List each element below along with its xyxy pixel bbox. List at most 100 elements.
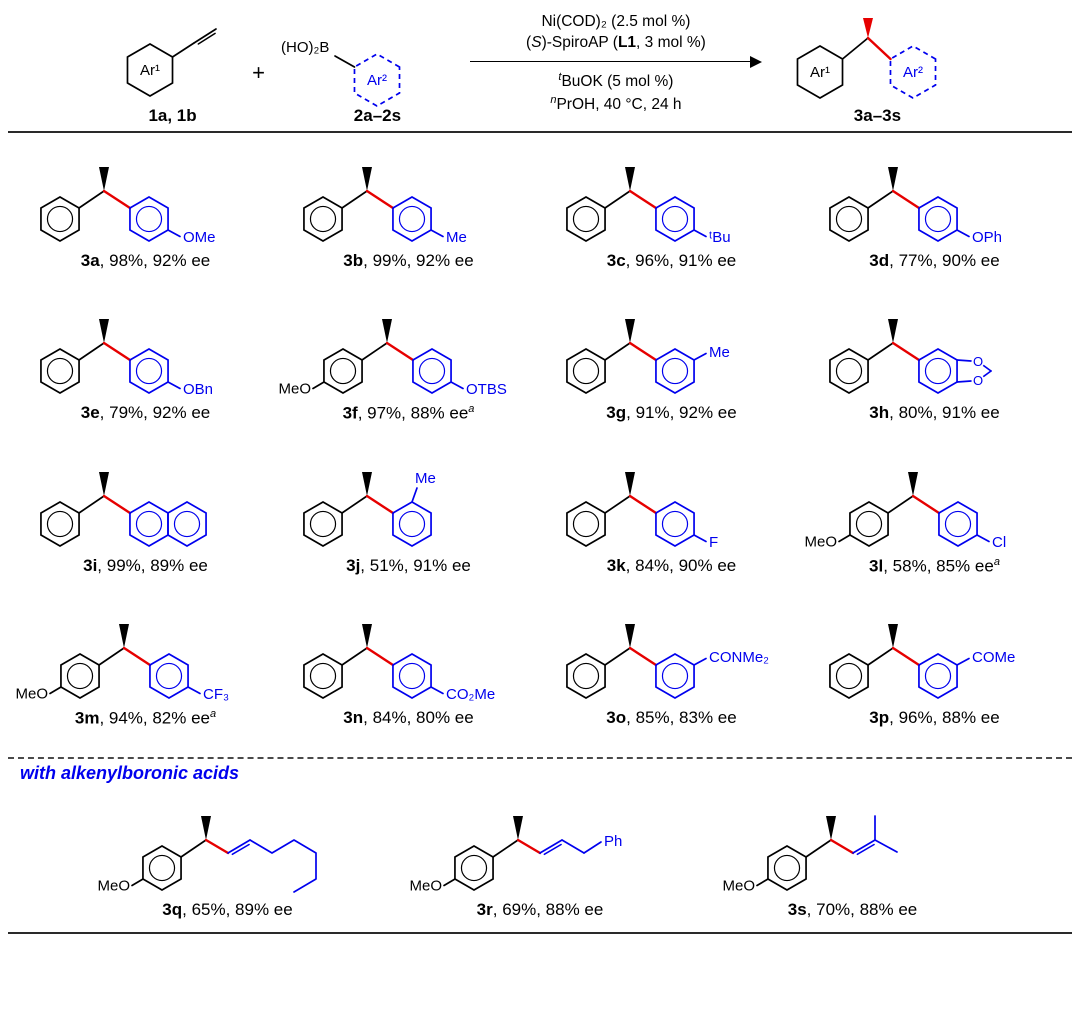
- reaction-arrow: [469, 55, 762, 69]
- dashed-divider: [8, 756, 1072, 759]
- product-3k: F 3k, 84%, 90% ee: [540, 452, 803, 577]
- product-3e: OBn 3e, 79%, 92% ee: [14, 299, 277, 424]
- product-result: , 98%, 92% ee: [99, 251, 211, 270]
- reaction-conditions: Ni(COD)₂ (2.5 mol %) (S)-SpiroAP (L1, 3 …: [464, 12, 768, 116]
- svg-text:Me: Me: [446, 229, 467, 246]
- condition-line-2: (S)-SpiroAP (L1, 3 mol %): [526, 33, 706, 54]
- header-rule: [8, 131, 1072, 133]
- caption-3r: 3r, 69%, 88% ee: [477, 900, 604, 920]
- svg-text:Ar²: Ar²: [367, 72, 387, 89]
- product-id: 3o: [606, 708, 627, 728]
- svg-text:Ar²: Ar²: [903, 64, 923, 81]
- product-result: , 51%, 91% ee: [360, 555, 471, 575]
- structure-3b: Me: [302, 167, 467, 246]
- reactant-styrene: Ar¹ 1a, 1b: [105, 8, 240, 126]
- structure-3i: [39, 471, 207, 547]
- product-id: 3r: [476, 899, 493, 919]
- product-id: 3l: [869, 556, 884, 576]
- svg-text:OTBS: OTBS: [466, 381, 507, 398]
- product-result: , 65%, 89% ee: [182, 899, 293, 919]
- product-result: , 84%, 80% ee: [363, 708, 474, 728]
- caption-3n: 3n, 84%, 80% ee: [343, 708, 473, 728]
- svg-text:CF₃: CF₃: [203, 686, 229, 703]
- svg-text:MeO: MeO: [279, 381, 311, 398]
- product-id: 3k: [606, 555, 626, 575]
- product-result: , 94%, 82% ee: [99, 708, 211, 728]
- cond2-mid: )-SpiroAP (: [541, 33, 618, 51]
- styrene-structure: Ar¹: [126, 28, 217, 97]
- caption-3f: 3f, 97%, 88% eea: [343, 403, 475, 424]
- cond2-pre: (: [526, 33, 532, 51]
- structure-3d: OPh: [828, 167, 1002, 246]
- arrow-shaft: [469, 60, 753, 62]
- product-result: , 58%, 85% ee: [883, 556, 994, 576]
- product-result: , 97%, 88% ee: [357, 403, 469, 423]
- svg-text:CONMe₂: CONMe₂: [709, 649, 769, 666]
- caption-3e: 3e, 79%, 92% ee: [81, 403, 211, 423]
- structure-3q: MeO: [98, 815, 317, 894]
- product-id: 3g: [606, 403, 627, 422]
- svg-text:O: O: [972, 354, 982, 369]
- product-result: , 84%, 90% ee: [625, 555, 737, 575]
- plus-sign: +: [252, 60, 265, 85]
- reactant1-label: 1a, 1b: [148, 106, 197, 125]
- condition-line-4: nPrOH, 40 °C, 24 h: [550, 93, 681, 116]
- product-id: 3c: [606, 251, 626, 270]
- product-id: 3m: [74, 708, 100, 728]
- product-id: 3h: [869, 403, 890, 422]
- caption-3b: 3b, 99%, 92% ee: [343, 251, 473, 271]
- section-heading: with alkenylboronic acids: [20, 762, 240, 783]
- caption-3k: 3k, 84%, 90% ee: [607, 556, 737, 576]
- product-3g: Me 3g, 91%, 92% ee: [540, 299, 803, 424]
- svg-text:O: O: [972, 373, 982, 388]
- svg-text:OBn: OBn: [183, 381, 213, 398]
- structure-3k: F: [565, 471, 718, 551]
- structure-3n: CO₂Me: [302, 624, 495, 703]
- product-result: , 91%, 92% ee: [626, 403, 737, 422]
- structure-3o: CONMe₂: [565, 624, 769, 700]
- cond3-sup: t: [558, 70, 562, 83]
- product-id: 3f: [342, 403, 358, 423]
- product-id: 3d: [869, 251, 890, 270]
- footnote-marker: a: [210, 708, 217, 721]
- product-result: , 80%, 91% ee: [889, 403, 1000, 422]
- product-3d: OPh 3d, 77%, 90% ee: [803, 147, 1066, 271]
- structure-3h: OO: [828, 319, 992, 394]
- footnote-marker: a: [993, 555, 1000, 568]
- caption-3s: 3s, 70%, 88% ee: [788, 900, 918, 920]
- product-result: , 69%, 88% ee: [492, 899, 604, 919]
- cond2-stereodescriptor: S: [531, 33, 542, 51]
- svg-text:F: F: [709, 534, 718, 551]
- caption-3c: 3c, 96%, 91% ee: [607, 251, 737, 271]
- product-result: , 77%, 90% ee: [889, 251, 1000, 270]
- svg-text:Me: Me: [415, 470, 436, 487]
- product-result: , 96%, 91% ee: [625, 251, 737, 270]
- structure-3f: MeO OTBS: [279, 319, 507, 398]
- structure-3p: COMe: [828, 624, 1015, 700]
- cond2-post: , 3 mol %): [636, 33, 706, 51]
- product-3b: Me 3b, 99%, 92% ee: [277, 147, 540, 271]
- product-id: 3j: [346, 555, 361, 575]
- product-result: , 99%, 89% ee: [97, 555, 208, 575]
- product-result: , 96%, 88% ee: [889, 708, 1000, 728]
- svg-text:MeO: MeO: [98, 877, 130, 894]
- svg-text:Me: Me: [709, 344, 730, 361]
- svg-text:CO₂Me: CO₂Me: [446, 686, 495, 703]
- product-3i: 3i, 99%, 89% ee: [14, 452, 277, 577]
- product-3f: MeO OTBS 3f, 97%, 88% eea: [277, 299, 540, 424]
- cond3-rest: BuOK (5 mol %): [561, 73, 674, 90]
